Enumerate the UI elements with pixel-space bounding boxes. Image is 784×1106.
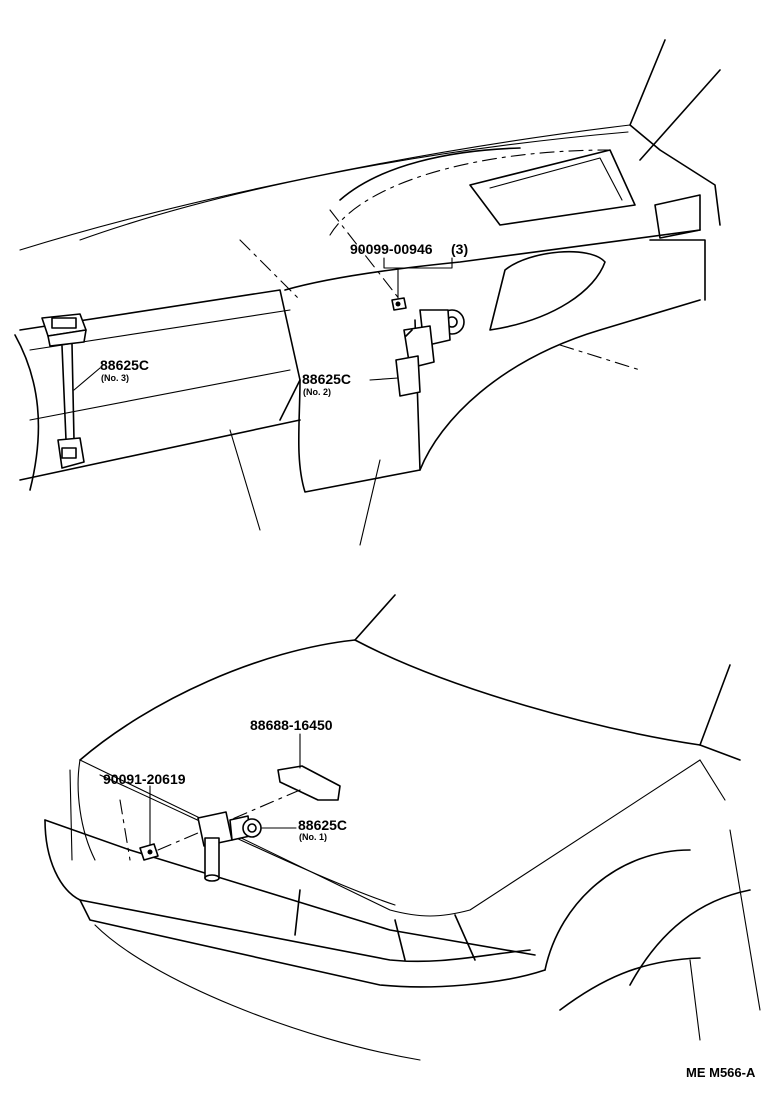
sensor-no1-part bbox=[197, 811, 297, 882]
bracket-part bbox=[229, 733, 341, 821]
bolt-front-part bbox=[139, 785, 206, 861]
sensor-no2-part bbox=[369, 309, 465, 397]
bolt-rear-part bbox=[383, 257, 453, 311]
label-sensor-no2-sub: (No. 2) bbox=[303, 387, 331, 397]
label-sensor-no2: 88625C bbox=[302, 371, 351, 387]
label-bolt-rear-qty: (3) bbox=[451, 241, 468, 257]
sensor-no3-part bbox=[41, 313, 101, 469]
label-bracket: 88688-16450 bbox=[250, 717, 333, 733]
label-sensor-no3: 88625C bbox=[100, 357, 149, 373]
drawing-code: ME M566-A bbox=[686, 1065, 756, 1080]
label-sensor-no3-sub: (No. 3) bbox=[101, 373, 129, 383]
rear-quarter-view bbox=[14, 39, 721, 546]
label-sensor-no1-sub: (No. 1) bbox=[299, 832, 327, 842]
label-bolt-rear: 90099-00946 bbox=[350, 241, 433, 257]
label-sensor-no1: 88625C bbox=[298, 817, 347, 833]
label-bolt-front: 90091-20619 bbox=[103, 771, 186, 787]
front-view bbox=[44, 594, 761, 1061]
